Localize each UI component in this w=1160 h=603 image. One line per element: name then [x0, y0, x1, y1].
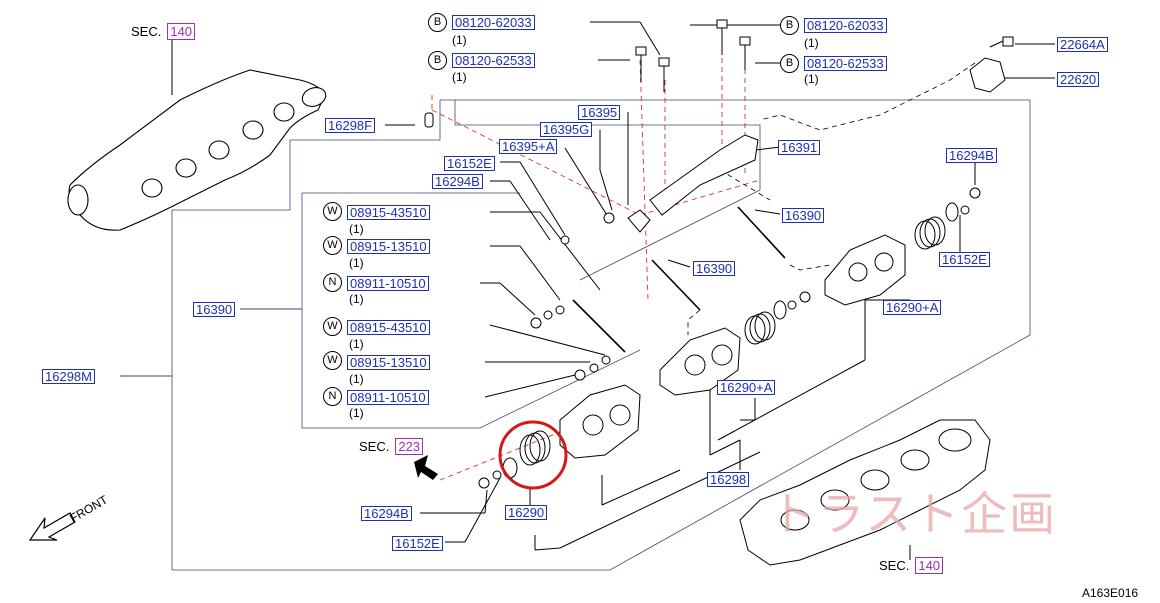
part-08915-43510-a[interactable]: 08915-43510: [347, 205, 430, 220]
part-16298m[interactable]: 16298M: [42, 369, 95, 384]
part-16294b-right[interactable]: 16294B: [946, 148, 997, 163]
part-08120-62533-b[interactable]: 08120-62533: [804, 56, 887, 71]
nut-circle-n: N: [323, 273, 342, 292]
part-16298[interactable]: 16298: [707, 472, 750, 487]
part-16395a[interactable]: 16395+A: [499, 139, 558, 154]
part-16395g[interactable]: 16395G: [540, 122, 593, 137]
part-08911-10510-b[interactable]: 08911-10510: [347, 390, 429, 405]
watermark-logo: トラスト企画: [770, 487, 1058, 541]
part-08915-43510-b[interactable]: 08915-43510: [347, 320, 430, 335]
part-16395[interactable]: 16395: [578, 105, 621, 120]
sec-label: SEC.: [359, 439, 390, 454]
bolt-circle-b: B: [428, 51, 447, 70]
part-16290a-right[interactable]: 16290+A: [883, 300, 942, 315]
bolt-circle-b: B: [428, 13, 447, 32]
part-08915-13510-b[interactable]: 08915-13510: [347, 355, 430, 370]
part-16294b-bottom[interactable]: 16294B: [361, 506, 412, 521]
part-16290[interactable]: 16290: [505, 505, 548, 520]
bolt-circle-b: B: [780, 54, 799, 73]
washer-circle-w: W: [323, 202, 342, 221]
part-16390-mid[interactable]: 16390: [693, 261, 736, 276]
qty-label: (1): [349, 337, 364, 351]
bolt-circle-b: B: [780, 16, 799, 35]
part-08915-13510-a[interactable]: 08915-13510: [347, 239, 430, 254]
part-16152e-right[interactable]: 16152E: [939, 252, 990, 267]
sec-ref[interactable]: 140: [915, 557, 944, 574]
qty-label: (1): [349, 406, 364, 420]
qty-label: (1): [804, 36, 819, 50]
nut-circle-n: N: [323, 387, 342, 406]
qty-label: (1): [349, 222, 364, 236]
part-16290a-mid[interactable]: 16290+A: [717, 380, 776, 395]
sec-140-bottom-right[interactable]: SEC. 140: [879, 557, 944, 574]
washer-circle-w: W: [323, 317, 342, 336]
sec-ref[interactable]: 140: [167, 23, 196, 40]
qty-label: (1): [452, 70, 467, 84]
washer-circle-w: W: [323, 236, 342, 255]
part-08911-10510-a[interactable]: 08911-10510: [347, 276, 429, 291]
part-08120-62533-a[interactable]: 08120-62533: [452, 53, 535, 68]
part-22664a[interactable]: 22664A: [1057, 37, 1108, 52]
part-16152e-bottom[interactable]: 16152E: [392, 536, 443, 551]
qty-label: (1): [349, 372, 364, 386]
part-16298f[interactable]: 16298F: [325, 118, 376, 133]
qty-label: (1): [452, 33, 467, 47]
part-16391[interactable]: 16391: [778, 140, 821, 155]
qty-label: (1): [804, 72, 819, 86]
sec-label: SEC.: [131, 24, 162, 39]
part-16390-right[interactable]: 16390: [782, 208, 825, 223]
qty-label: (1): [349, 256, 364, 270]
sec-223[interactable]: SEC. 223: [359, 438, 424, 455]
sec-140-top-left[interactable]: SEC. 140: [131, 23, 196, 40]
washer-circle-w: W: [323, 351, 342, 370]
sec-label: SEC.: [879, 558, 910, 573]
part-16390-left[interactable]: 16390: [193, 302, 236, 317]
part-16294b-top[interactable]: 16294B: [432, 174, 483, 189]
sec-ref[interactable]: 223: [395, 438, 424, 455]
part-22620[interactable]: 22620: [1057, 72, 1100, 87]
qty-label: (1): [349, 292, 364, 306]
image-code: A163E016: [1082, 586, 1139, 600]
part-16152e-top[interactable]: 16152E: [444, 156, 495, 171]
part-08120-62033-a[interactable]: 08120-62033: [452, 15, 535, 30]
part-08120-62033-b[interactable]: 08120-62033: [804, 18, 887, 33]
